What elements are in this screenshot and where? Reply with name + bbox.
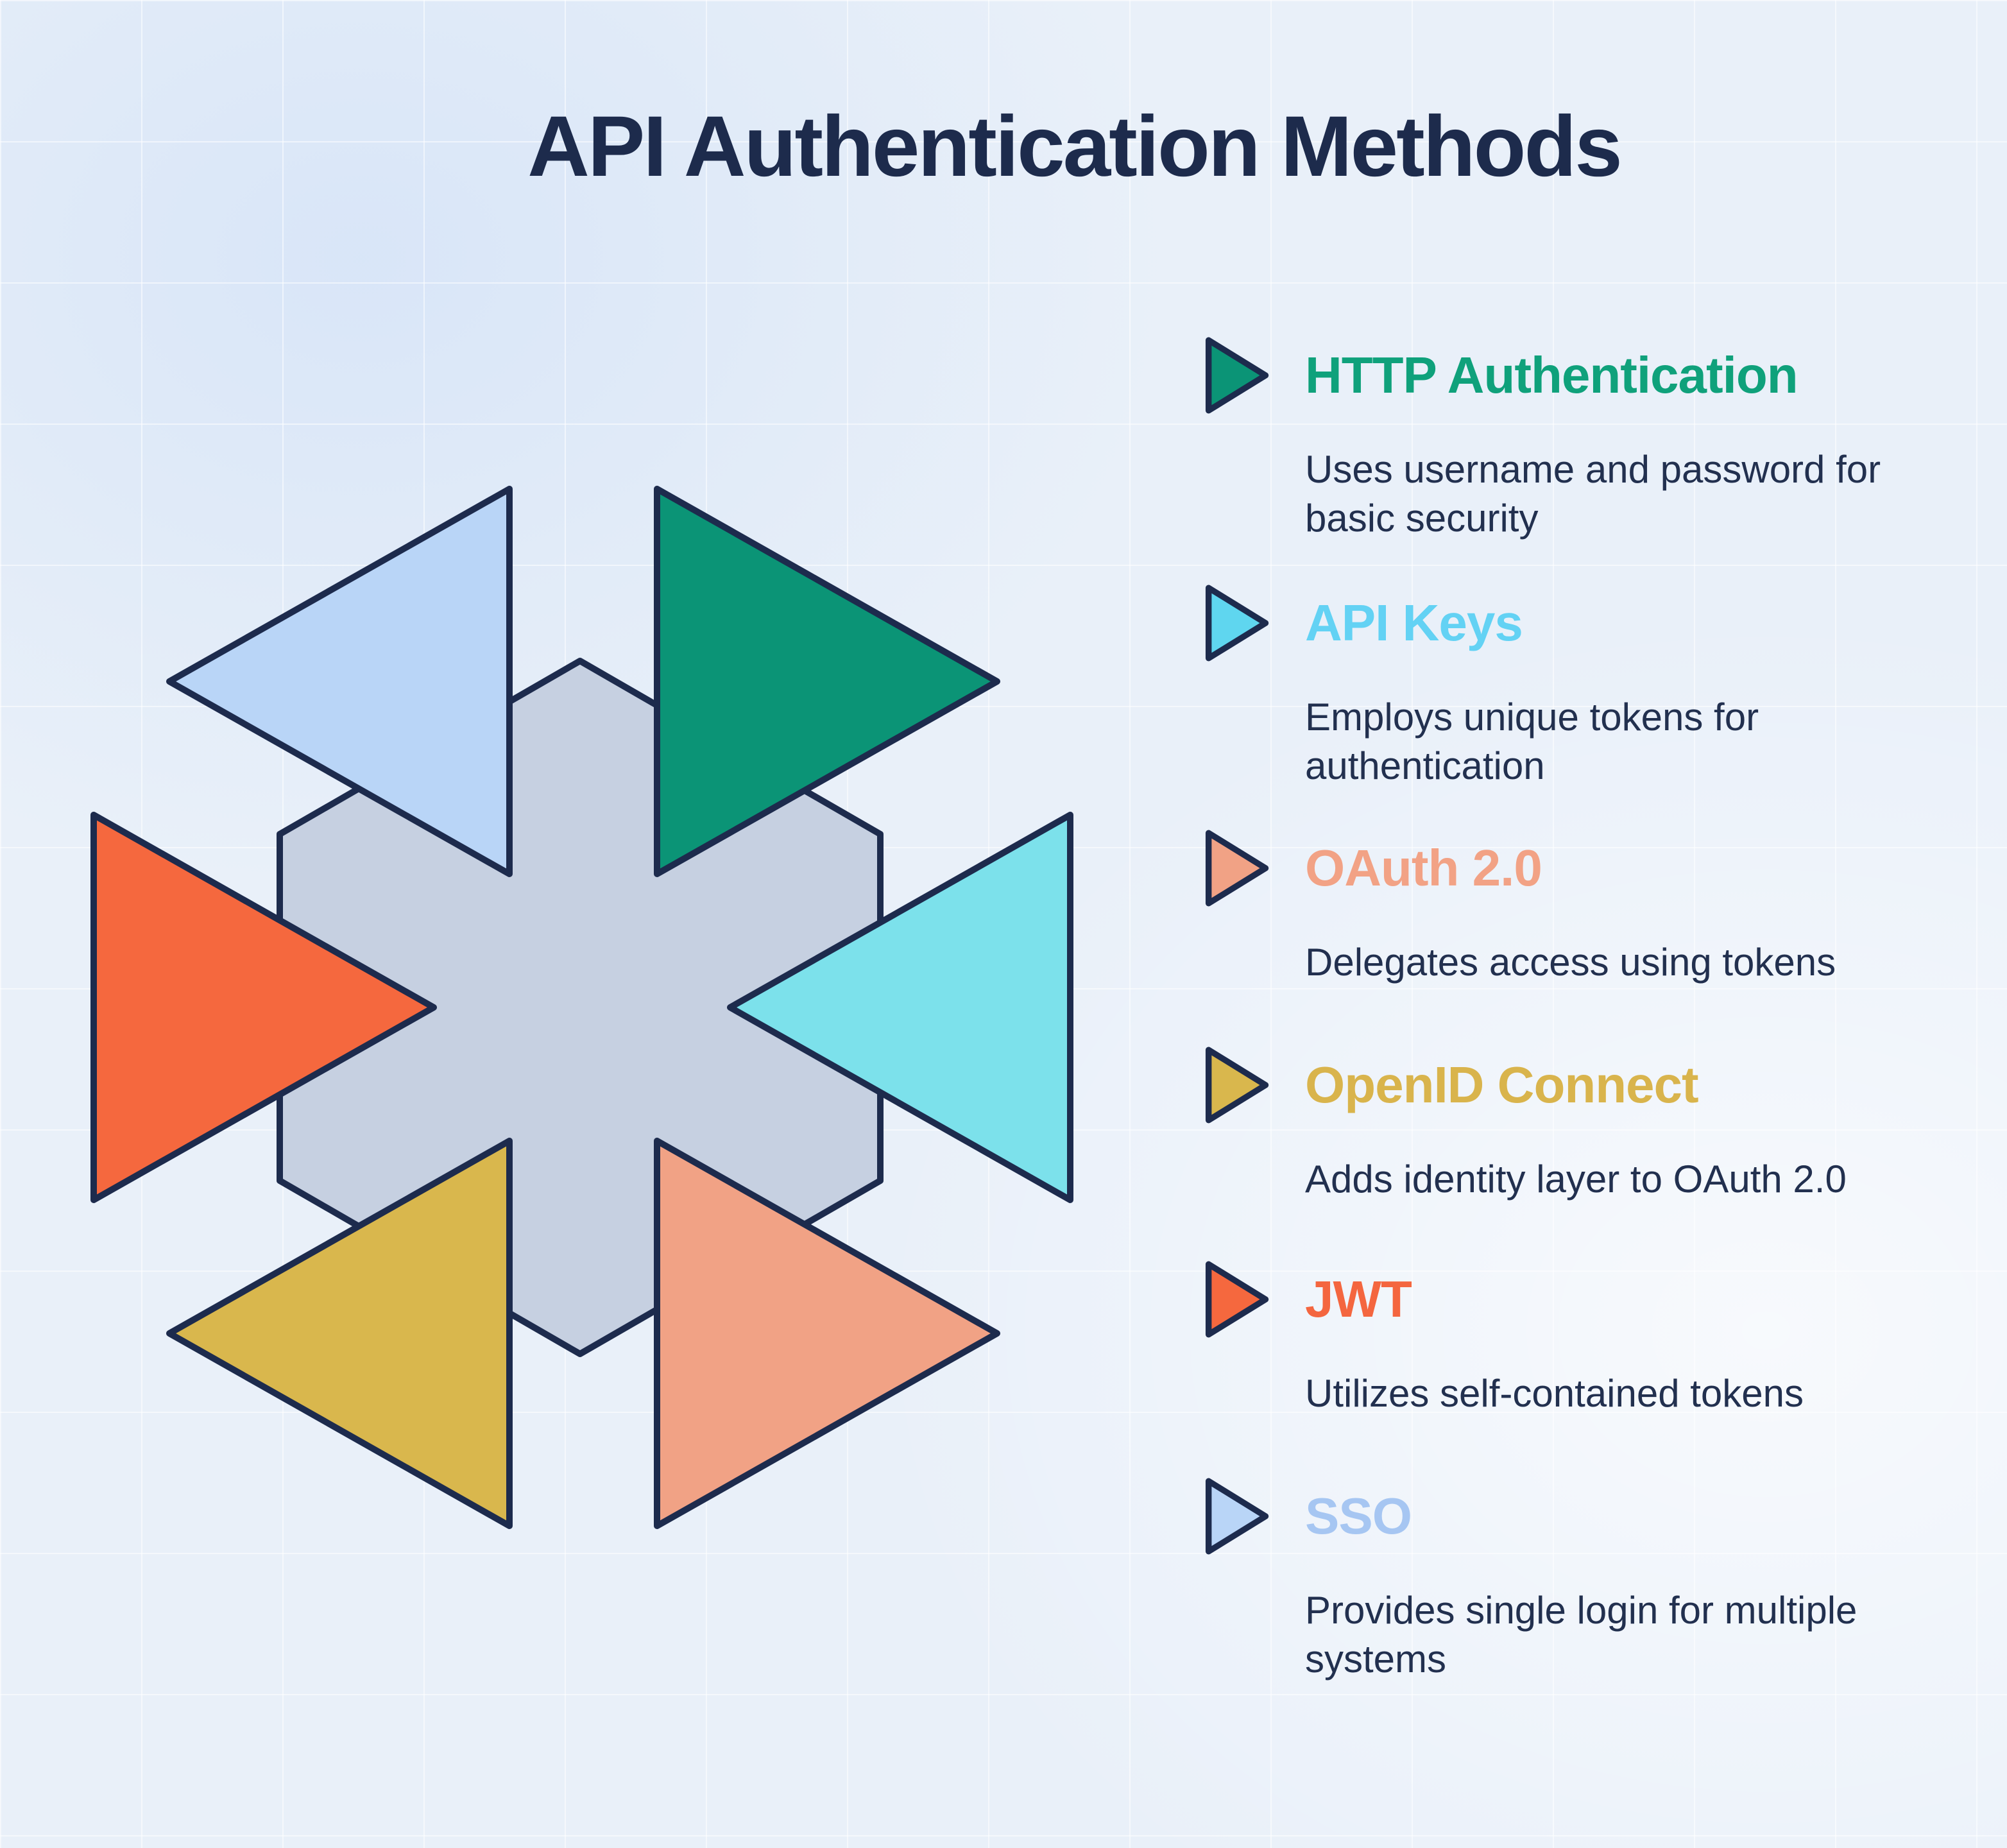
- legend-item-jwt: JWT Utilizes self-contained tokens: [1205, 1260, 1936, 1419]
- triangle-http-auth: [654, 486, 1000, 877]
- legend-item-header: OAuth 2.0: [1205, 829, 1936, 907]
- triangle-glyph: [1205, 1478, 1269, 1555]
- legend-item-header: HTTP Authentication: [1205, 336, 1936, 415]
- triangle-api-keys: [727, 812, 1073, 1203]
- triangle-openid-connect: [166, 1138, 513, 1529]
- legend-item-label: JWT: [1305, 1271, 1412, 1328]
- legend-item-label: API Keys: [1305, 595, 1523, 651]
- page-title: API Authentication Methods: [527, 99, 1623, 195]
- oauth-triangle-icon: [1205, 830, 1269, 907]
- legend-item-header: OpenID Connect: [1205, 1046, 1936, 1124]
- legend-item-description: Provides single login for multiple syste…: [1305, 1590, 1858, 1681]
- openid-connect-triangle-icon: [1205, 1047, 1269, 1124]
- triangle-jwt: [90, 812, 437, 1203]
- legend-item-description: Utilizes self-contained tokens: [1305, 1373, 1804, 1416]
- legend-item-api-keys: API Keys Employs unique tokens for authe…: [1205, 584, 1936, 791]
- legend-item-label: OAuth 2.0: [1305, 840, 1542, 896]
- http-auth-triangle-icon: [1205, 337, 1269, 414]
- api-keys-triangle-icon: [1205, 585, 1269, 662]
- legend-item-label: SSO: [1305, 1488, 1412, 1544]
- sso-triangle-icon: [1205, 1478, 1269, 1555]
- legend-item-header: JWT: [1205, 1260, 1936, 1339]
- triangle-oauth: [654, 1138, 1000, 1529]
- jwt-triangle-icon: [1205, 1261, 1269, 1338]
- legend-item-label: HTTP Authentication: [1305, 347, 1798, 404]
- legend-item-label: OpenID Connect: [1305, 1057, 1699, 1113]
- triangle-glyph: [1205, 830, 1269, 907]
- triangle-sso: [166, 486, 513, 877]
- legend-item-oauth: OAuth 2.0 Delegates access using tokens: [1205, 829, 1936, 988]
- legend-item-header: API Keys: [1205, 584, 1936, 662]
- triangle-glyph: [1205, 1047, 1269, 1124]
- legend-item-header: SSO: [1205, 1477, 1936, 1555]
- legend-item-description: Uses username and password for basic sec…: [1305, 449, 1881, 540]
- legend: HTTP Authentication Uses username and pa…: [1205, 0, 1936, 1848]
- legend-item-openid-connect: OpenID Connect Adds identity layer to OA…: [1205, 1046, 1936, 1204]
- legend-item-description: Delegates access using tokens: [1305, 942, 1836, 984]
- triangle-glyph: [1205, 337, 1269, 414]
- legend-item-description: Employs unique tokens for authentication: [1305, 697, 1759, 787]
- triangle-glyph: [1205, 585, 1269, 662]
- legend-item-http-auth: HTTP Authentication Uses username and pa…: [1205, 336, 1936, 543]
- triangle-glyph: [1205, 1261, 1269, 1338]
- legend-item-sso: SSO Provides single login for multiple s…: [1205, 1477, 1936, 1684]
- legend-item-description: Adds identity layer to OAuth 2.0: [1305, 1159, 1847, 1201]
